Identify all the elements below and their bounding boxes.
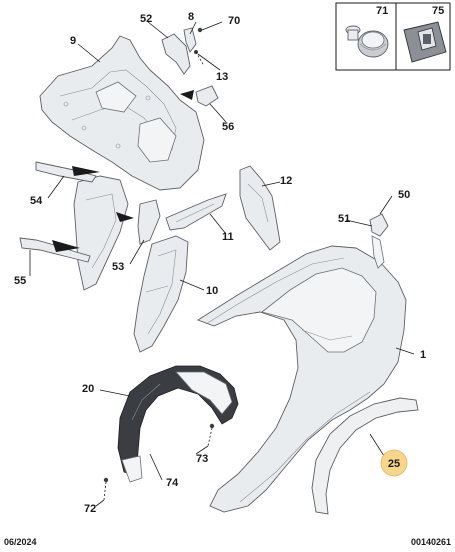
- callout-54: 54: [30, 195, 43, 207]
- callout-20: 20: [82, 383, 94, 395]
- clip-71-illustration: [345, 25, 389, 58]
- panel-10: [133, 235, 189, 353]
- callout-12: 12: [280, 175, 292, 187]
- callout-25-badge: [380, 449, 408, 477]
- panel-11: [165, 193, 227, 231]
- callout-52: 52: [140, 13, 152, 25]
- leader-lines: [29, 21, 415, 507]
- footer-date: 06/2024: [4, 537, 37, 547]
- callout-1: 1: [420, 349, 426, 361]
- callout-73: 73: [196, 453, 208, 465]
- callout-labels: 9 52 8 70 13 56 12 11 10 1 50 51 53 54 5…: [14, 5, 444, 515]
- wheel-arch-liner-20: [117, 365, 239, 483]
- callout-71: 71: [376, 5, 388, 17]
- footer: 06/2024 00140261: [4, 537, 451, 547]
- liner-fasteners: [103, 423, 215, 501]
- hinge-50-51: [369, 213, 389, 269]
- callout-10: 10: [206, 285, 218, 297]
- callout-56: 56: [222, 121, 234, 133]
- bracket-56: [180, 85, 219, 107]
- callout-8: 8: [188, 11, 194, 23]
- footer-reference: 00140261: [411, 537, 451, 547]
- callout-70: 70: [228, 15, 240, 27]
- callout-75: 75: [432, 5, 444, 17]
- callout-13: 13: [216, 71, 228, 83]
- callout-74: 74: [166, 477, 179, 489]
- callout-53: 53: [112, 261, 124, 273]
- callout-11: 11: [222, 231, 234, 243]
- callout-55: 55: [14, 275, 26, 287]
- fastener-inset: [335, 2, 451, 71]
- callout-9: 9: [70, 35, 76, 47]
- rear-quarter-inner-frame: [39, 35, 205, 191]
- callout-72: 72: [84, 503, 96, 515]
- callout-51: 51: [338, 213, 350, 225]
- wheel-arch-trim-25: [311, 397, 419, 515]
- callout-50: 50: [398, 189, 410, 201]
- callout-25: 25: [388, 458, 400, 470]
- panel-12: [239, 165, 281, 251]
- left-rail-assembly: [19, 161, 161, 291]
- clip-75-illustration: [403, 21, 447, 63]
- upper-brackets: [161, 27, 205, 75]
- quarter-panel-1: [196, 245, 407, 513]
